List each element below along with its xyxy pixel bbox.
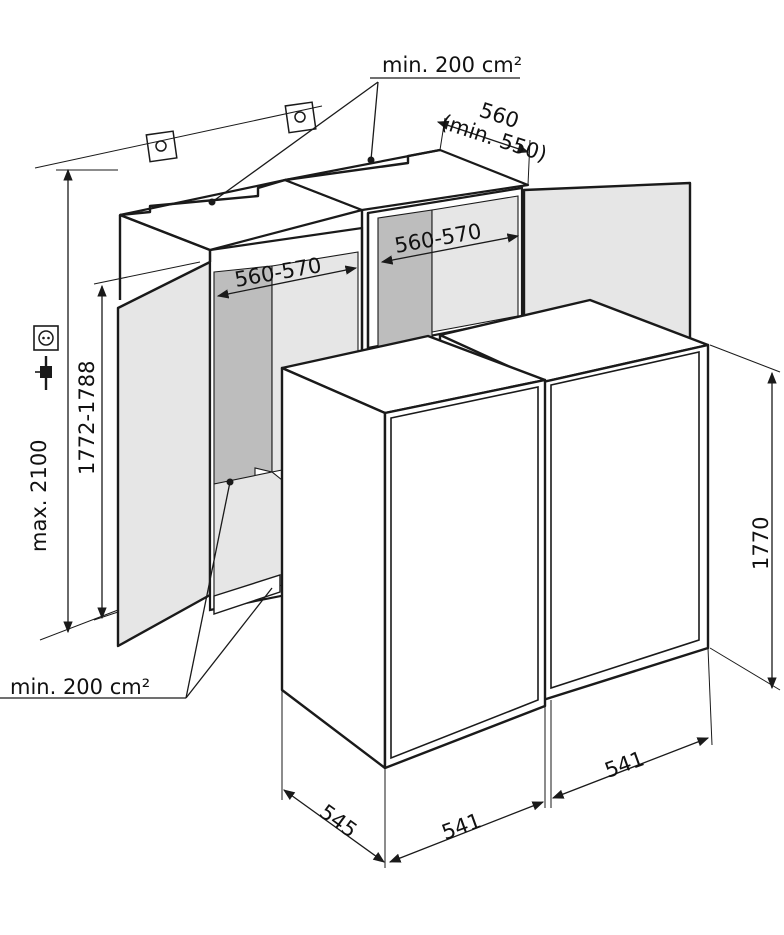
top-vent-label: min. 200 cm² <box>382 53 522 77</box>
left-cabinet-door <box>116 260 212 648</box>
wall-anchor-icon <box>155 140 167 152</box>
appliance-left <box>280 334 547 770</box>
niche-height-label: 1772-1788 <box>75 361 99 475</box>
left-niche-shade <box>213 265 273 485</box>
power-plug-icon <box>35 356 52 390</box>
bottom-vent-callout: min. 200 cm² <box>0 478 273 699</box>
bottom-vent-label: min. 200 cm² <box>10 675 150 699</box>
right-niche-back-panel <box>431 195 519 333</box>
niche-height-dimension: 1772-1788 <box>75 261 201 621</box>
max-height-dimension: max. 2100 <box>27 168 119 641</box>
socket-icon <box>33 325 59 351</box>
front-width-right-dimension: 541 <box>550 647 713 808</box>
appliance-height-dimension: 1770 <box>709 344 781 691</box>
left-plinth-vent <box>213 574 281 615</box>
wall-anchor-icon <box>294 111 306 123</box>
front-width-right-label: 541 <box>602 746 648 782</box>
wall-anchor-left <box>145 130 178 163</box>
appliance-height-label: 1770 <box>749 517 773 570</box>
appliance-left-door <box>390 386 539 760</box>
front-width-left-label: 541 <box>439 808 485 844</box>
wall-anchor-right <box>284 101 317 134</box>
max-height-label: max. 2100 <box>27 439 51 552</box>
appliance-right <box>438 298 710 702</box>
top-vent-callout: min. 200 cm² <box>208 53 522 206</box>
appliance-right-door <box>550 351 700 690</box>
appliance-depth-label: 545 <box>315 800 362 843</box>
appliance-left-side <box>280 366 387 770</box>
